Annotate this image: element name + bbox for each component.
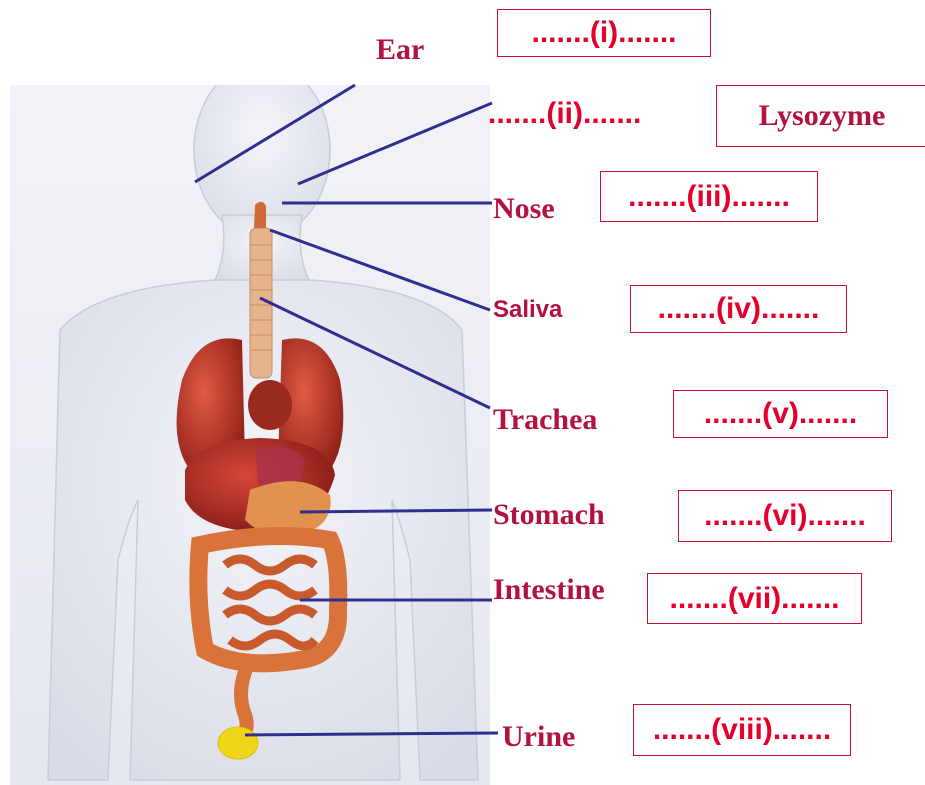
label-ear: Ear: [376, 35, 424, 65]
blank-text-ii[interactable]: .......(ii).......: [488, 99, 641, 129]
answer-text-lysozyme: Lysozyme: [759, 101, 886, 131]
blank-box-vii[interactable]: .......(vii).......: [647, 573, 862, 624]
blank-text-vii: .......(vii).......: [669, 584, 839, 614]
label-stomach: Stomach: [493, 500, 605, 530]
blank-box-iv[interactable]: .......(iv).......: [630, 285, 847, 333]
blank-box-i[interactable]: .......(i).......: [497, 9, 711, 57]
blank-text-i: .......(i).......: [531, 18, 676, 48]
blank-text-v: .......(v).......: [704, 399, 857, 429]
blank-box-vi[interactable]: .......(vi).......: [678, 490, 892, 542]
blank-box-v[interactable]: .......(v).......: [673, 390, 888, 438]
label-urine: Urine: [502, 722, 575, 752]
blank-box-iii[interactable]: .......(iii).......: [600, 171, 818, 222]
label-intestine: Intestine: [493, 575, 605, 605]
answer-box-lysozyme: Lysozyme: [716, 85, 925, 147]
leader-line-stomach: [300, 510, 492, 512]
leader-line-urine: [245, 733, 498, 735]
blank-text-vi: .......(vi).......: [704, 501, 866, 531]
blank-text-viii: .......(viii).......: [653, 715, 831, 745]
label-nose: Nose: [493, 194, 555, 224]
blank-box-viii[interactable]: .......(viii).......: [633, 704, 851, 756]
label-trachea: Trachea: [493, 405, 597, 435]
label-saliva: Saliva: [493, 298, 562, 322]
blank-text-iv: .......(iv).......: [658, 294, 820, 324]
blank-text-iii: .......(iii).......: [628, 182, 790, 212]
